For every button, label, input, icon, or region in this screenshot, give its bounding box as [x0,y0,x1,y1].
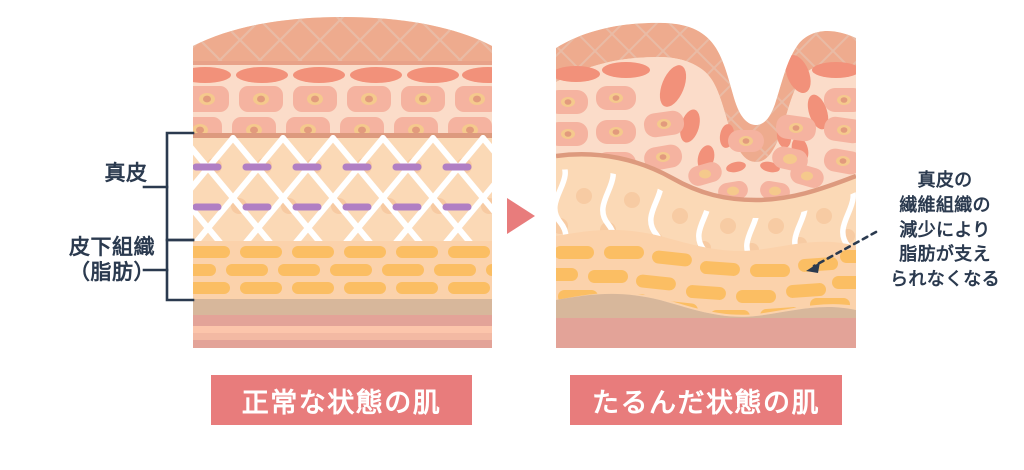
dermis-boundary-line-right [556,152,856,203]
callout-sagging-explanation: 真皮の 繊維組織の 減少により 脂肪が支え られなくなる [890,170,1000,290]
fat-cells [193,246,492,294]
callout-arrow [806,230,878,273]
layer-brackets [142,131,195,302]
epidermal-block-cells-row1 [193,86,492,112]
dermis-boundary-line [193,133,492,138]
muscle-layers [193,299,492,348]
sagging-skin-panel [556,22,856,348]
muscle-layers-right [556,293,856,348]
caption-normal-skin: 正常な状態の肌 [211,375,472,425]
epidermal-ellipse-cells [193,67,492,83]
caption-sagging-skin: たるんだ状態の肌 [570,375,842,425]
elastin-fiber-dashes [193,163,472,211]
label-subcutaneous: 皮下組織 （脂肪） [69,236,155,284]
label-dermis: 真皮 [104,162,148,185]
transition-arrow [507,198,535,234]
normal-skin-panel [193,17,492,348]
dermis-collagen-lattice [193,135,492,241]
